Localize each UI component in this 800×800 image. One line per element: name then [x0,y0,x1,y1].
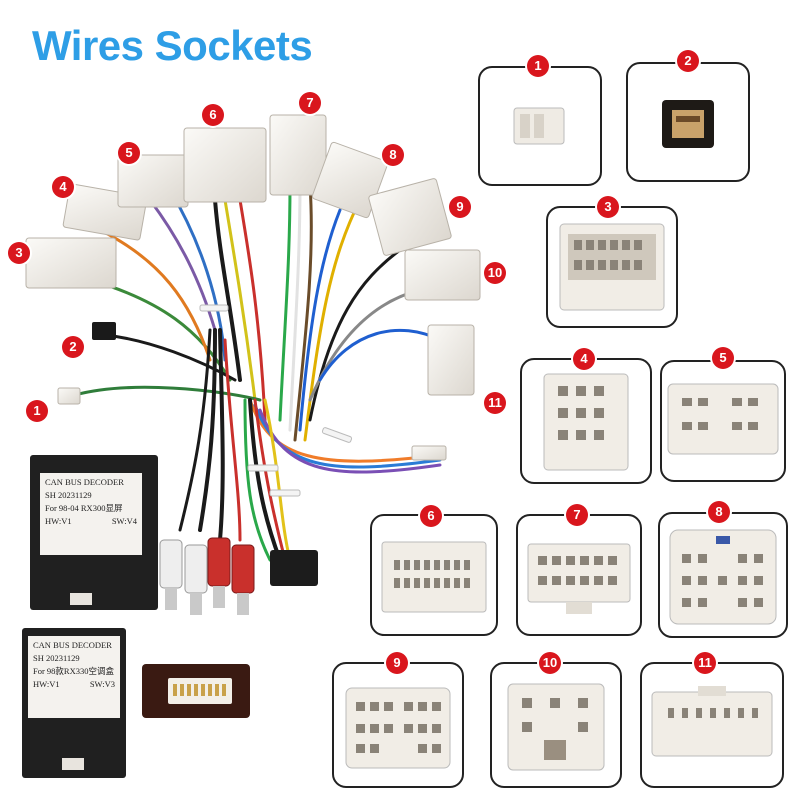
harness-connector-11 [427,324,475,396]
harness-callout-5: 5 [118,142,140,164]
harness-connector-1 [57,387,81,405]
socket-badge-11: 11 [694,652,716,674]
socket-badge-8: 8 [708,501,730,523]
socket-panel-5 [660,360,786,482]
harness-callout-6: 6 [202,104,224,126]
socket-panel-3 [546,206,678,328]
socket-badge-1: 1 [527,55,549,77]
socket-panel-10 [490,662,622,788]
socket-badge-9: 9 [386,652,408,674]
socket-badge-4: 4 [573,348,595,370]
decoder-1-line-3: For 98-04 RX300显屏 [45,503,123,513]
harness-callout-2: 2 [62,336,84,358]
socket-badge-5: 5 [712,347,734,369]
harness-callout-11: 11 [484,392,506,414]
decoder-2-sw: SW:V3 [89,679,115,689]
decoder-2-line-3: For 98款RX330空调盒 [33,666,114,676]
harness-callout-10: 10 [484,262,506,284]
socket-badge-6: 6 [420,505,442,527]
decoder-1-line-1: CAN BUS DECODER [45,477,124,487]
decoder-socket-photo [142,664,250,718]
socket-panel-6 [370,514,498,636]
socket-panel-9 [332,662,464,788]
socket-panel-2 [626,62,750,182]
socket-panel-7 [516,514,642,636]
harness-callout-3: 3 [8,242,30,264]
decoder-2-line-1: CAN BUS DECODER [33,640,112,650]
socket-badge-3: 3 [597,196,619,218]
harness-connector-3 [25,237,117,289]
harness-callout-1: 1 [26,400,48,422]
page-title: Wires Sockets [32,22,313,69]
decoder-1-line-2: SH 20231129 [45,490,92,500]
socket-panel-1 [478,66,602,186]
harness-callout-8: 8 [382,144,404,166]
decoder-2-line-2: SH 20231129 [33,653,80,663]
decoder-1-sw: SW:V4 [111,516,137,526]
decoder-1-hw: HW:V1 [45,516,72,526]
socket-panel-11 [640,662,784,788]
harness-connector-6 [183,127,267,203]
decoder-2-hw: HW:V1 [33,679,60,689]
socket-badge-10: 10 [539,652,561,674]
socket-panel-8 [658,512,788,638]
harness-connector-2 [92,322,116,340]
harness-connector-7 [269,114,327,196]
socket-panel-4 [520,358,652,484]
harness-callout-4: 4 [52,176,74,198]
socket-badge-7: 7 [566,504,588,526]
can-bus-decoder-1: CAN BUS DECODER SH 20231129 For 98-04 RX… [30,455,158,610]
harness-callout-9: 9 [449,196,471,218]
can-bus-decoder-2: CAN BUS DECODER SH 20231129 For 98款RX330… [22,628,126,778]
harness-connector-9 [368,178,452,256]
harness-callout-7: 7 [299,92,321,114]
harness-connector-10 [404,249,481,301]
socket-badge-2: 2 [677,50,699,72]
